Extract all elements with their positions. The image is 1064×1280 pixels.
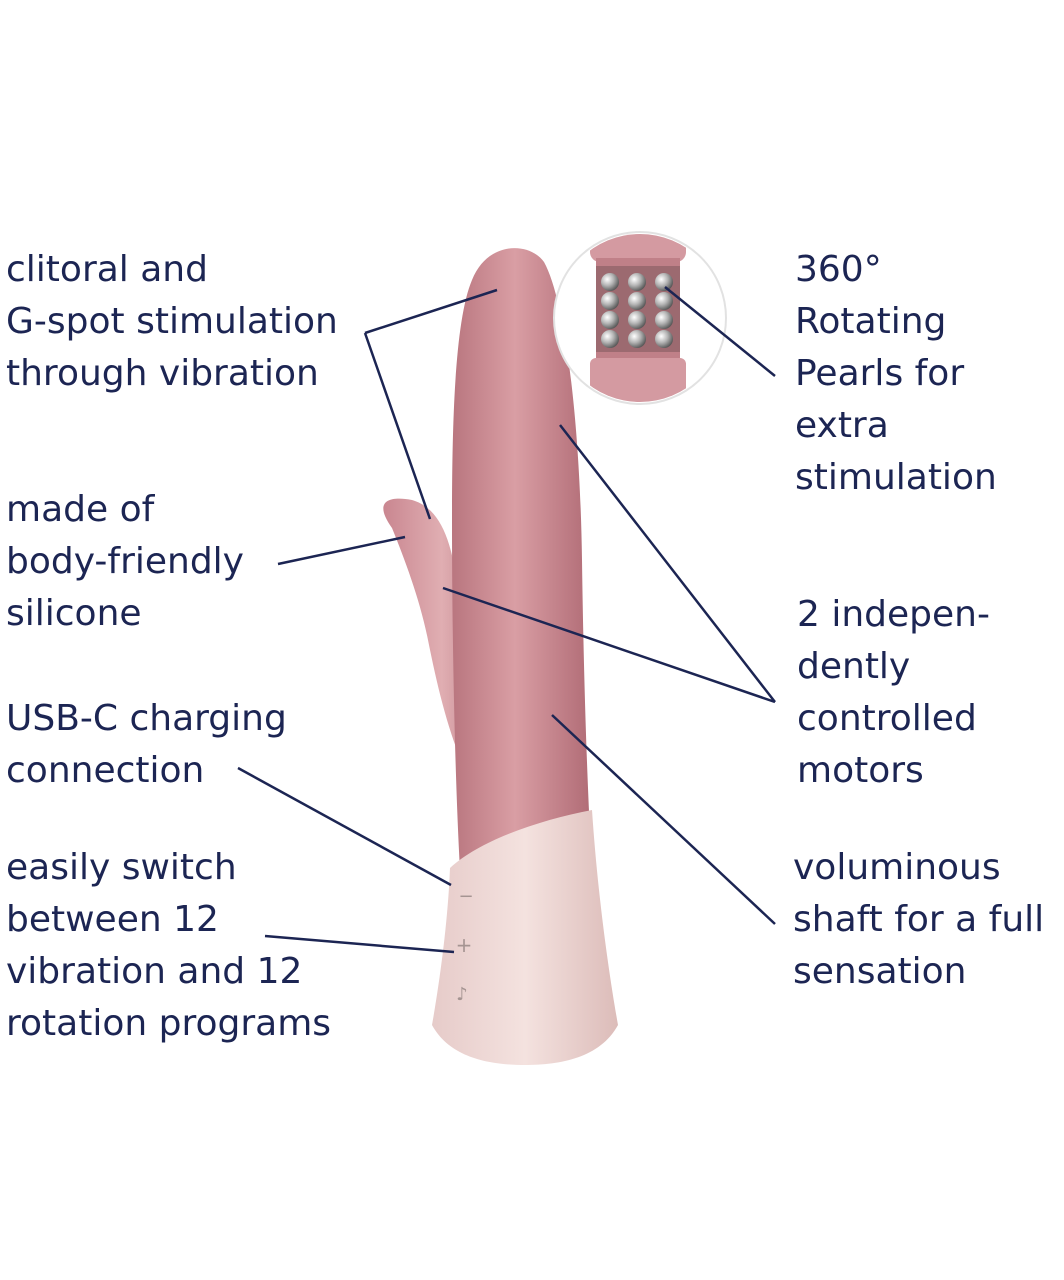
callout-clitoral-gspot: clitoral and G-spot stimulation through …	[6, 249, 338, 394]
leader-motors	[442, 424, 776, 704]
minus-button-icon[interactable]: −	[458, 886, 473, 907]
mode-button-icon[interactable]: ♪	[456, 984, 468, 1005]
callout-motors: 2 indepen- dently controlled motors	[797, 594, 990, 791]
callout-body-friendly: made of body-friendly silicone	[6, 489, 244, 634]
pearl	[601, 330, 619, 348]
callout-rotating-pearls: 360° Rotating Pearls for extra stimulati…	[795, 249, 997, 498]
rotating-pearls-inset	[553, 231, 727, 405]
leader-rotating-pearls	[664, 286, 776, 377]
pearl	[601, 273, 619, 291]
plus-button-icon[interactable]: +	[456, 933, 473, 957]
leader-shaft	[551, 714, 776, 925]
pearl	[655, 292, 673, 310]
pearl	[628, 311, 646, 329]
pearl	[601, 292, 619, 310]
leader-lines	[237, 286, 776, 954]
pearl	[655, 311, 673, 329]
handle	[432, 810, 618, 1065]
pearl	[655, 330, 673, 348]
pearl	[628, 330, 646, 348]
leader-clitoral-gspot	[363, 288, 498, 520]
leader-switch-programs	[264, 934, 455, 954]
callout-usb-c: USB-C charging connection	[6, 698, 287, 791]
leader-usb-c	[237, 766, 452, 887]
pearl	[655, 273, 673, 291]
pearl	[628, 292, 646, 310]
leader-body-friendly	[277, 535, 406, 566]
pearl	[601, 311, 619, 329]
pearl	[628, 273, 646, 291]
callout-shaft: voluminous shaft for a full sensation	[793, 847, 1045, 992]
callout-switch-programs: easily switch between 12 vibration and 1…	[6, 847, 332, 1044]
